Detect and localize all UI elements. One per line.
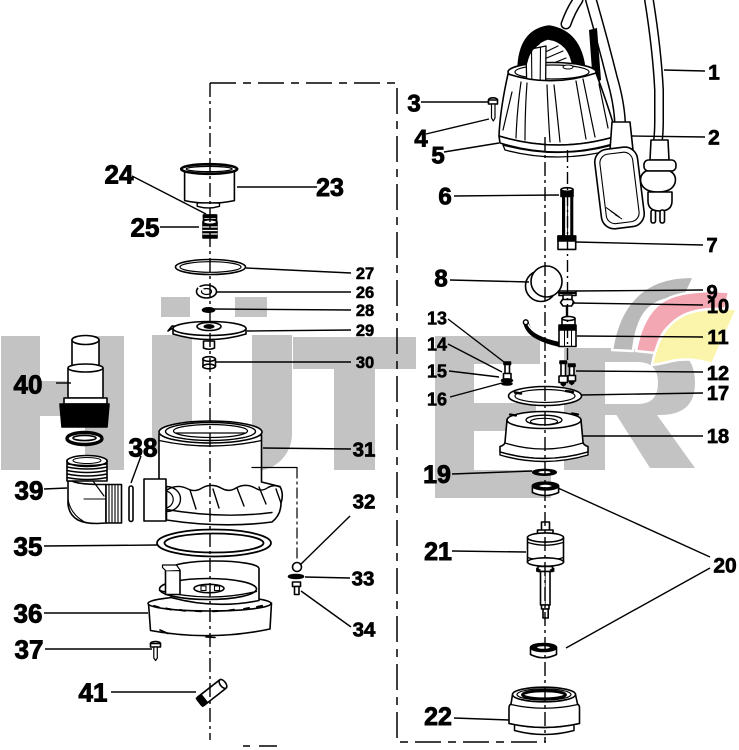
- svg-text:26: 26: [356, 284, 374, 302]
- svg-text:15: 15: [427, 362, 447, 382]
- svg-text:12: 12: [707, 363, 729, 385]
- svg-text:6: 6: [438, 184, 451, 211]
- svg-text:22: 22: [424, 703, 452, 731]
- svg-text:20: 20: [713, 555, 736, 578]
- svg-text:39: 39: [15, 475, 44, 505]
- svg-text:40: 40: [14, 369, 43, 399]
- svg-text:28: 28: [356, 302, 374, 320]
- svg-text:30: 30: [356, 354, 374, 372]
- svg-text:18: 18: [707, 426, 729, 448]
- svg-text:19: 19: [423, 461, 451, 489]
- svg-text:38: 38: [129, 432, 158, 462]
- svg-text:41: 41: [79, 677, 108, 707]
- svg-text:3: 3: [407, 91, 420, 118]
- svg-text:23: 23: [316, 174, 344, 202]
- svg-text:2: 2: [708, 127, 720, 150]
- svg-text:37: 37: [15, 634, 44, 664]
- svg-text:17: 17: [707, 383, 729, 405]
- svg-text:13: 13: [427, 309, 447, 329]
- svg-text:35: 35: [14, 531, 43, 561]
- svg-text:10: 10: [707, 296, 729, 318]
- svg-text:1: 1: [708, 62, 720, 85]
- svg-text:16: 16: [427, 390, 447, 410]
- svg-text:21: 21: [424, 538, 452, 566]
- svg-text:4: 4: [414, 126, 428, 153]
- svg-text:36: 36: [14, 598, 43, 628]
- svg-text:5: 5: [431, 143, 444, 170]
- svg-text:11: 11: [707, 327, 728, 349]
- svg-text:27: 27: [356, 265, 374, 283]
- svg-text:31: 31: [353, 438, 376, 461]
- svg-text:9: 9: [706, 282, 717, 304]
- svg-text:7: 7: [706, 235, 717, 257]
- svg-text:25: 25: [131, 212, 160, 242]
- svg-text:32: 32: [353, 490, 376, 513]
- svg-text:14: 14: [427, 335, 447, 355]
- svg-text:34: 34: [353, 618, 376, 641]
- svg-text:24: 24: [105, 159, 134, 189]
- svg-text:8: 8: [434, 266, 447, 293]
- svg-text:33: 33: [352, 567, 375, 590]
- svg-text:29: 29: [356, 322, 374, 340]
